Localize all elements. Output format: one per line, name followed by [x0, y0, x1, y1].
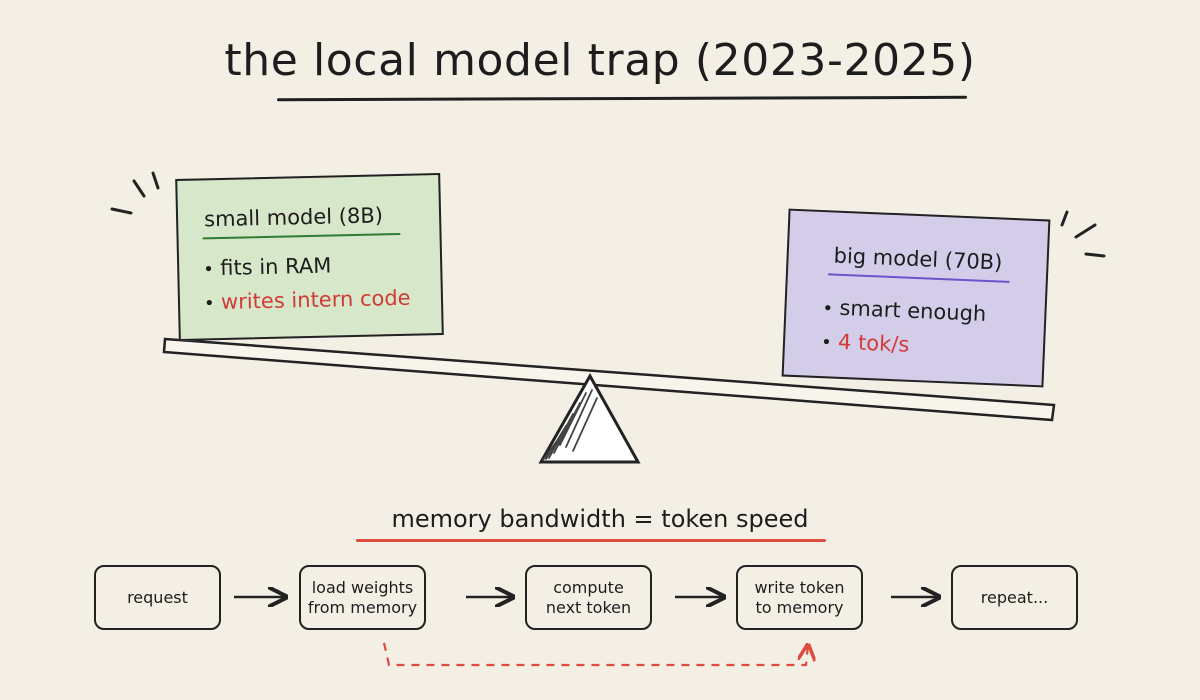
- small-model-card: small model (8B) fits in RAM writes inte…: [175, 173, 444, 341]
- big-model-bullets: smart enough 4 tok/s: [820, 291, 987, 366]
- step-repeat: repeat...: [951, 565, 1078, 630]
- small-model-bullets: fits in RAM writes intern code: [203, 248, 411, 321]
- big-model-card: big model (70B) smart enough 4 tok/s: [781, 208, 1051, 388]
- small-model-underline: [202, 232, 401, 240]
- fulcrum-icon: [538, 372, 641, 464]
- step-request: request: [94, 565, 221, 630]
- small-model-title: small model (8B): [203, 203, 384, 232]
- fulcrum-hatching: [542, 389, 598, 461]
- flow-heading-underline: [356, 539, 826, 542]
- flow-heading: memory bandwidth = token speed: [391, 505, 809, 533]
- balance-beam: [162, 337, 1056, 422]
- feedback-loop-arrow: [382, 643, 808, 667]
- step-repeat-label: repeat...: [980, 587, 1049, 607]
- big-model-warning: 4 tok/s: [820, 325, 985, 366]
- small-model-warning: writes intern code: [204, 282, 411, 321]
- sparkle-icon-right: [1060, 210, 1106, 258]
- sparkle-icon-left: [110, 171, 160, 215]
- step-request-label: request: [127, 587, 188, 607]
- diagram-title: the local model trap (2023-2025): [224, 35, 976, 86]
- big-model-title: big model (70B): [833, 243, 1003, 275]
- small-model-bullet: fits in RAM: [203, 248, 410, 287]
